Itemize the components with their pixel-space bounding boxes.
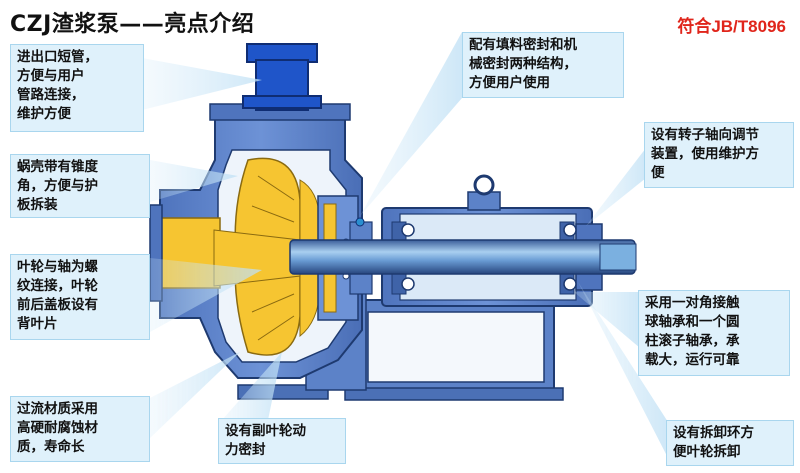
impeller bbox=[213, 157, 321, 356]
callout-inlet-outlet: 进出口短管， 方便与用户 管路连接， 维护方便 bbox=[10, 44, 144, 132]
leader-rays bbox=[142, 32, 668, 458]
callout-dismount-ring: 设有拆卸环方 便叶轮拆卸 bbox=[666, 420, 794, 466]
callout-aux-impeller: 设有副叶轮动 力密封 bbox=[218, 418, 346, 464]
callout-impeller: 叶轮与轴为螺 纹连接，叶轮 前后盖板设有 背叶片 bbox=[10, 254, 150, 340]
callout-rotor-adjust: 设有转子轴向调节 装置，使用维护方 便 bbox=[644, 122, 794, 188]
base-frame bbox=[237, 289, 564, 401]
callout-packing-seal: 配有填料密封和机 械密封两种结构， 方便用户使用 bbox=[462, 32, 624, 98]
outlet-pipe bbox=[242, 43, 322, 111]
standard-label: 符合JB/T8096 bbox=[677, 17, 786, 36]
callout-material: 过流材质采用 高硬耐腐蚀材 质，寿命长 bbox=[10, 396, 150, 462]
shaft bbox=[289, 239, 637, 275]
callout-bearing: 采用一对角接触 球轴承和一个圆 柱滚子轴承，承 载大，运行可靠 bbox=[638, 290, 790, 376]
diagram-title: CZJ渣浆泵——亮点介绍 bbox=[10, 12, 255, 37]
callout-volute: 蜗壳带有锥度 角，方便与护 板拆装 bbox=[10, 154, 150, 218]
